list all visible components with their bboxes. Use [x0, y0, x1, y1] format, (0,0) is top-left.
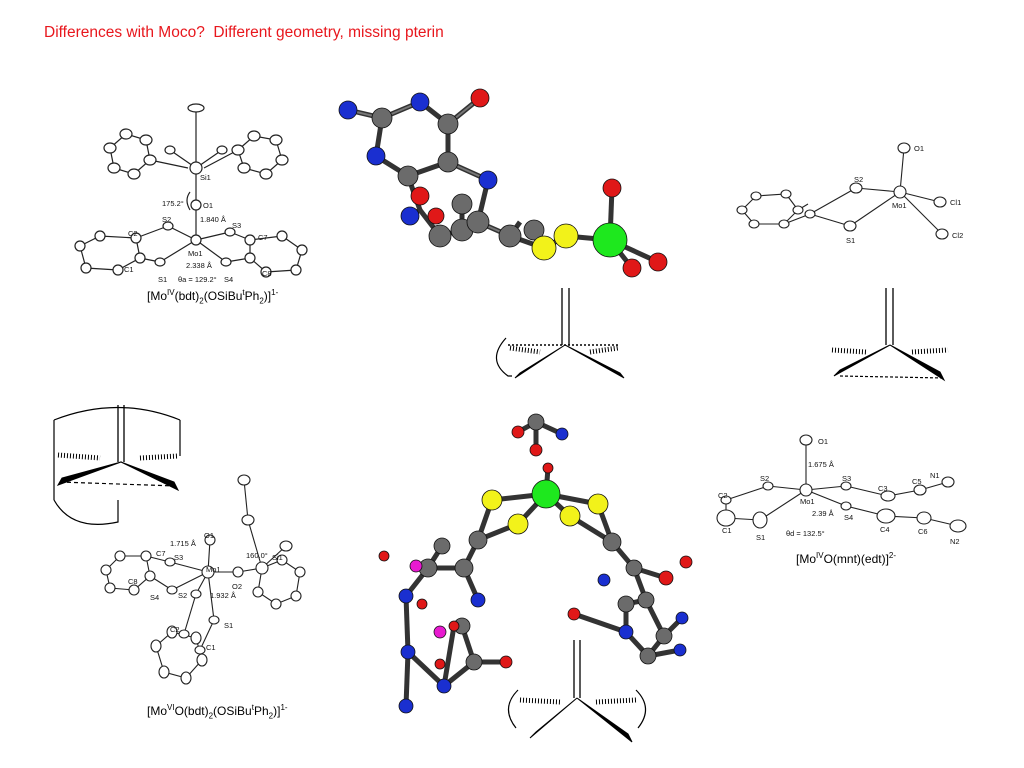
svg-text:N2: N2 — [950, 537, 960, 546]
svg-text:S1: S1 — [756, 533, 765, 542]
svg-text:O2: O2 — [232, 582, 242, 591]
geometry-sketch-top-right — [831, 288, 949, 382]
svg-text:N1: N1 — [930, 471, 940, 480]
svg-text:S3: S3 — [842, 474, 851, 483]
slide-title: Differences with Moco? Different geometr… — [44, 24, 444, 41]
ortep-bottom-left — [100, 474, 306, 685]
svg-text:C4: C4 — [880, 525, 890, 534]
ortep-bottom-right-labels: O1 1.675 Å S2 S3 C5 N1 C2 Mo1 C3 2.39 Å … — [718, 437, 960, 546]
svg-text:S4: S4 — [224, 275, 233, 284]
svg-text:Si1: Si1 — [200, 173, 211, 182]
svg-text:S4: S4 — [844, 513, 853, 522]
svg-text:θd = 132.5°: θd = 132.5° — [786, 529, 825, 538]
svg-text:C1: C1 — [722, 526, 732, 535]
svg-text:2.39 Å: 2.39 Å — [812, 509, 834, 518]
svg-text:C2: C2 — [128, 229, 138, 238]
svg-text:C1: C1 — [124, 265, 134, 274]
svg-text:S1: S1 — [846, 236, 855, 245]
ortep-bottom-right — [716, 434, 967, 533]
ortep-top-right-labels: O1 S2 Mo1 Cl1 S1 Cl2 — [846, 144, 963, 245]
svg-text:1.675 Å: 1.675 Å — [808, 460, 834, 469]
ortep-bottom-left-labels: 1.715 Å O1 160.0° Si1 C7 S3 Mo1 C8 O2 S4… — [128, 531, 283, 652]
ortep-top-right — [736, 142, 949, 240]
svg-text:S2: S2 — [760, 474, 769, 483]
svg-text:C7: C7 — [156, 549, 166, 558]
svg-text:C3: C3 — [878, 484, 888, 493]
formula-bottom-left: [MoVIO(bdt)2(OSiButPh2)]1- — [147, 703, 288, 721]
svg-text:1.932 Å: 1.932 Å — [210, 591, 236, 600]
svg-text:O1: O1 — [914, 144, 924, 153]
svg-text:O1: O1 — [818, 437, 828, 446]
svg-text:Mo1: Mo1 — [892, 201, 907, 210]
svg-text:C2: C2 — [718, 491, 728, 500]
svg-text:S1: S1 — [158, 275, 167, 284]
svg-text:C7: C7 — [258, 233, 268, 242]
svg-text:175.2°: 175.2° — [162, 199, 184, 208]
geometry-sketch-bottom-center — [507, 640, 647, 743]
svg-text:C2: C2 — [170, 625, 180, 634]
svg-text:Mo1: Mo1 — [800, 497, 815, 506]
svg-text:S2: S2 — [854, 175, 863, 184]
svg-text:Mo1: Mo1 — [206, 565, 221, 574]
svg-text:Cl1: Cl1 — [950, 198, 961, 207]
svg-text:2.338 Å: 2.338 Å — [186, 261, 212, 270]
ball-stick-bottom-center — [378, 413, 693, 714]
svg-text:C8: C8 — [128, 577, 138, 586]
svg-text:C8: C8 — [262, 269, 272, 278]
svg-text:Si1: Si1 — [272, 553, 283, 562]
svg-text:θa = 129.2°: θa = 129.2° — [178, 275, 217, 284]
svg-text:S3: S3 — [232, 221, 241, 230]
svg-text:S4: S4 — [150, 593, 159, 602]
svg-text:1.715 Å: 1.715 Å — [170, 539, 196, 548]
svg-text:O1: O1 — [204, 531, 214, 540]
ortep-top-left-labels: Si1 O1 175.2° 1.840 Å S2 S3 C2 C7 Mo1 C1… — [124, 173, 272, 284]
svg-text:S3: S3 — [174, 553, 183, 562]
formula-bottom-right: [MoIVO(mnt)(edt)]2- — [796, 551, 897, 566]
svg-text:1.840 Å: 1.840 Å — [200, 215, 226, 224]
svg-text:C1: C1 — [206, 643, 216, 652]
svg-text:S1: S1 — [224, 621, 233, 630]
ball-stick-top-center — [338, 88, 668, 278]
svg-text:Cl2: Cl2 — [952, 231, 963, 240]
svg-text:S2: S2 — [178, 591, 187, 600]
svg-text:S2: S2 — [162, 215, 171, 224]
svg-text:O1: O1 — [203, 201, 213, 210]
geometry-sketch-bottom-left — [53, 405, 181, 525]
svg-text:Mo1: Mo1 — [188, 249, 203, 258]
svg-text:C6: C6 — [918, 527, 928, 536]
formula-top-left: [MoIV(bdt)2(OSiButPh2)]1- — [147, 288, 279, 306]
geometry-sketch-top-center — [495, 288, 625, 379]
ortep-top-left — [74, 103, 308, 278]
svg-text:C5: C5 — [912, 477, 922, 486]
svg-text:160.0°: 160.0° — [246, 551, 268, 560]
